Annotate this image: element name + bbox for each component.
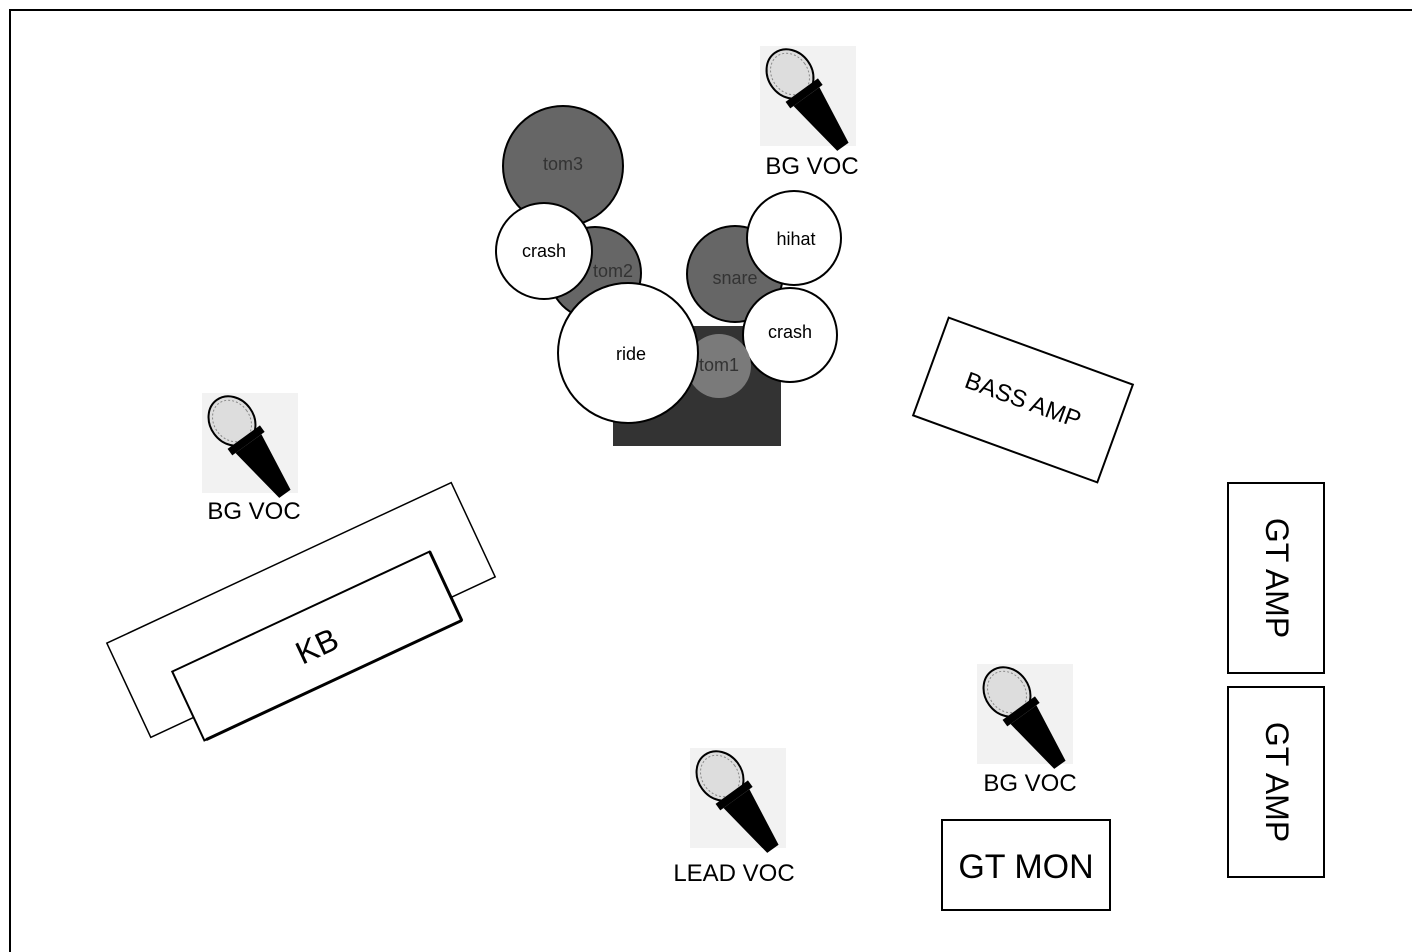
microphone-icon [755,39,862,161]
mic-bg-voc-top-label: BG VOC [765,153,858,180]
microphone-icon [197,386,304,508]
mic-lead-voc-label: LEAD VOC [673,860,794,887]
mic-bg-voc-left: BG VOC [197,386,304,525]
gt-monitor-label: GT MON [958,848,1093,886]
ride-label: ride [616,344,646,364]
gt-amp-top: GT AMP [1227,482,1325,674]
mic-bg-voc-top: BG VOC [755,39,862,180]
gt-amp-bottom-label: GT AMP [1259,722,1295,842]
gt-amp-bottom: GT AMP [1227,686,1325,878]
keyboard: KB [170,550,464,742]
microphone-icon [972,657,1079,779]
gt-amp-top-label: GT AMP [1259,518,1295,638]
mic-lead-voc: LEAD VOC [673,741,795,887]
tom1-drum: tom1 [687,334,751,398]
ride-cymbal: ride [557,282,699,424]
hihat-label: hihat [776,229,815,249]
gt-monitor: GT MON [941,819,1111,911]
crash-left-cymbal: crash [495,202,593,300]
tom1-label: tom1 [699,355,739,375]
tom3-drum: tom3 [502,105,624,227]
crash-left-label: crash [522,241,566,261]
hihat-cymbal: hihat [746,190,842,286]
bass-amp: BASS AMP [911,316,1135,484]
mic-bg-voc-right: BG VOC [972,657,1079,797]
crash-right-label: crash [768,322,812,342]
crash-right-cymbal: crash [742,287,838,383]
snare-label: snare [712,268,757,288]
tom3-label: tom3 [543,154,583,174]
microphone-icon [685,741,792,863]
tom2-label: tom2 [593,261,633,281]
mic-bg-voc-left-label: BG VOC [207,498,300,525]
mic-bg-voc-right-label: BG VOC [983,770,1076,797]
